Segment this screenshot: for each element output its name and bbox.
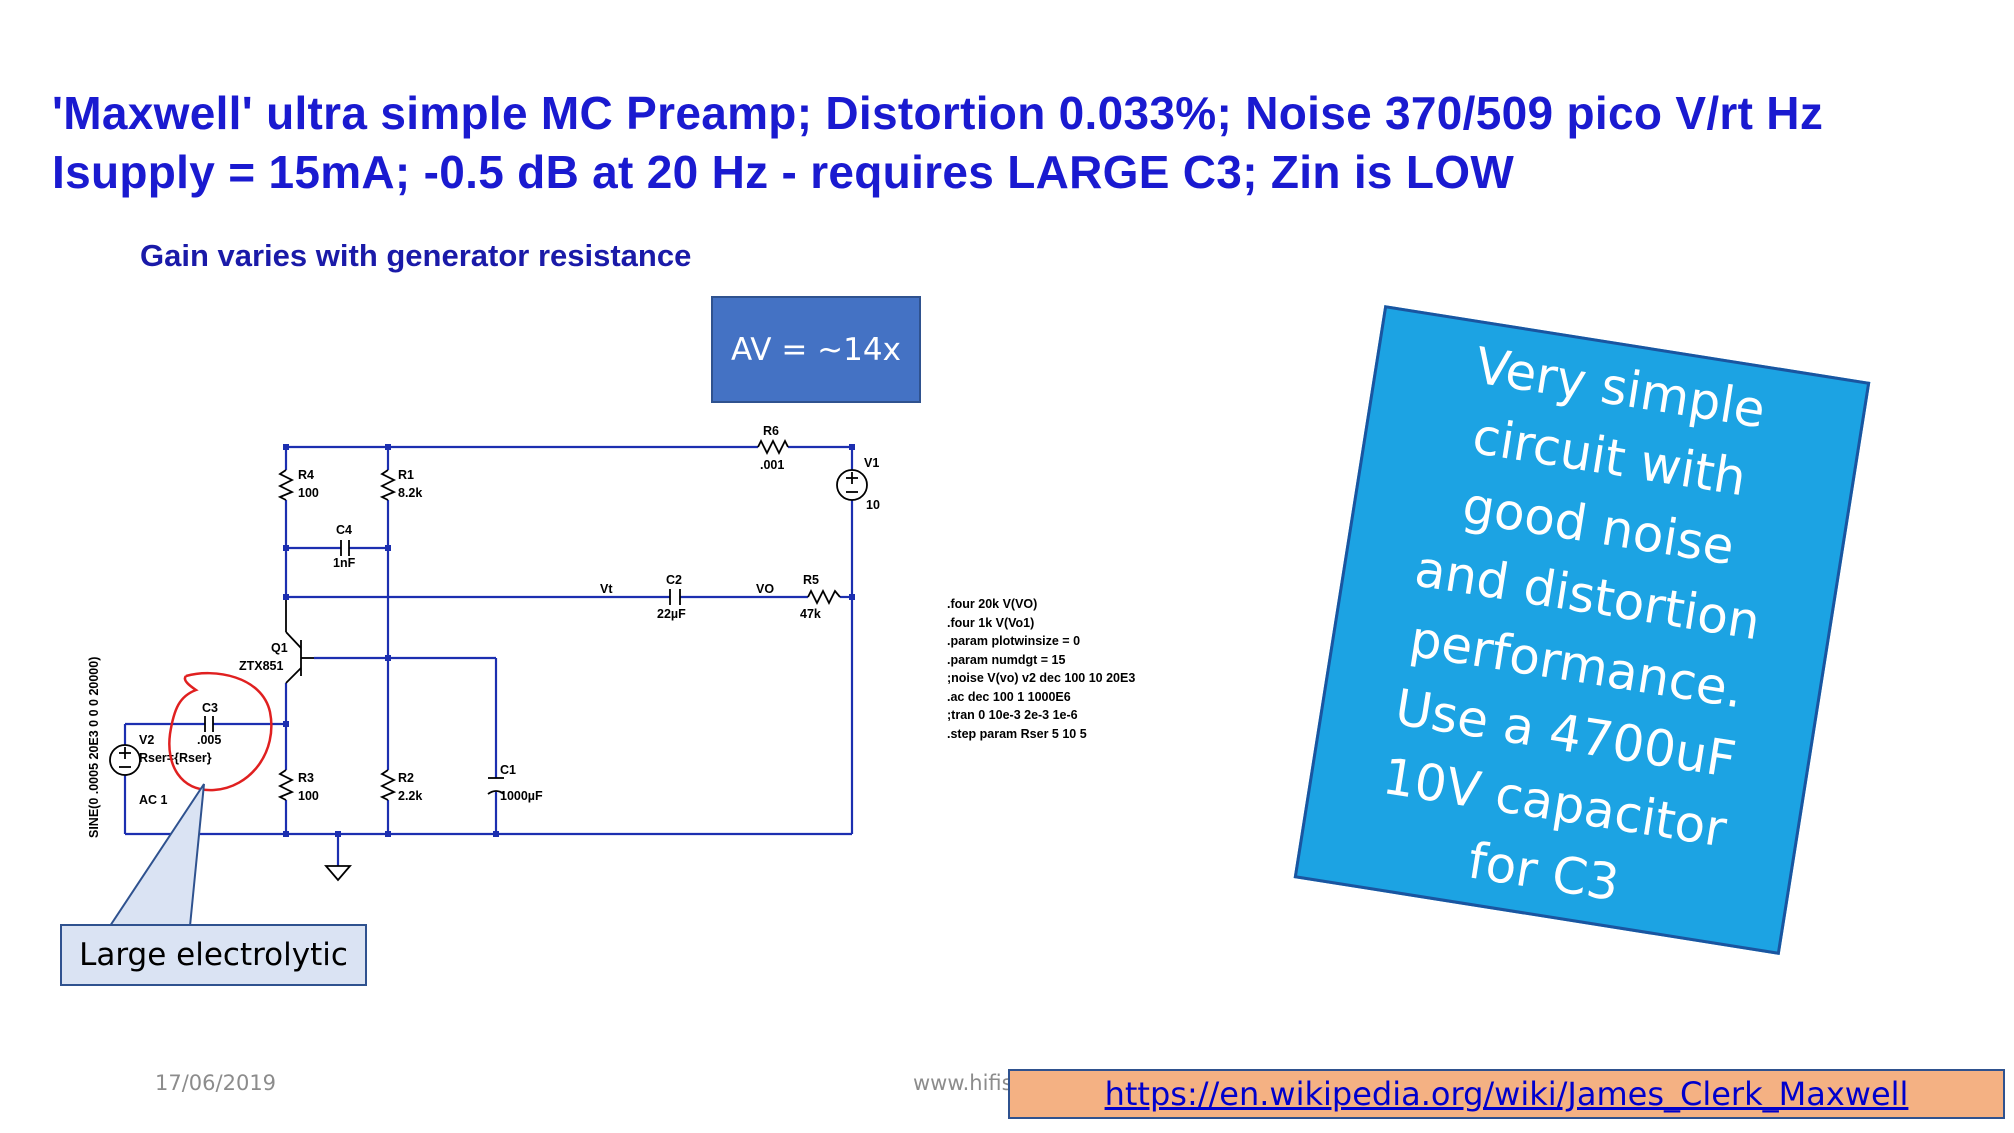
ground-symbol <box>324 865 352 882</box>
r5-value: 47k <box>800 607 821 621</box>
r4-value: 100 <box>298 486 319 500</box>
c2-name: C2 <box>666 573 682 587</box>
r6-value: .001 <box>760 458 784 472</box>
spice-line: .four 20k V(VO) <box>947 597 1037 611</box>
schematic-symbols <box>109 438 868 882</box>
r2-name: R2 <box>398 771 414 785</box>
spice-line: .four 1k V(Vo1) <box>947 616 1034 630</box>
r6-resistor-symbol <box>757 438 789 456</box>
slide-date: 17/06/2019 <box>155 1071 277 1095</box>
spice-directives: .four 20k V(VO) .four 1k V(Vo1) .param p… <box>947 597 1135 741</box>
schematic-junctions <box>283 444 855 837</box>
annotation-circle <box>168 672 273 792</box>
c4-value: 1nF <box>333 556 356 570</box>
r1-value: 8.2k <box>398 486 422 500</box>
wikipedia-link[interactable]: https://en.wikipedia.org/wiki/James_Cler… <box>1104 1075 1909 1113</box>
spice-line: .ac dec 100 1 1000E6 <box>947 690 1071 704</box>
r3-resistor-symbol <box>277 769 295 801</box>
v2-ac-label: AC 1 <box>139 793 168 807</box>
note-box: Very simple circuit with good noise and … <box>1293 305 1871 955</box>
spice-line: .param plotwinsize = 0 <box>947 634 1080 648</box>
gain-label-box: AV = ~14x <box>711 296 921 403</box>
slide-subtitle: Gain varies with generator resistance <box>140 238 692 273</box>
footer-website: www.hifis <box>913 1071 1013 1095</box>
spice-line: ;tran 0 10e-3 2e-3 1e-6 <box>947 708 1078 722</box>
callout-label-box: Large electrolytic <box>60 924 367 986</box>
c3-name: C3 <box>202 701 218 715</box>
r4-resistor-symbol <box>277 469 295 501</box>
gain-label-text: AV = ~14x <box>731 331 901 368</box>
r5-name: R5 <box>803 573 819 587</box>
v2-name: V2 <box>139 733 154 747</box>
c1-name: C1 <box>500 763 516 777</box>
r3-value: 100 <box>298 789 319 803</box>
spice-line: .param numdgt = 15 <box>947 653 1065 667</box>
r3-name: R3 <box>298 771 314 785</box>
r1-name: R1 <box>398 468 414 482</box>
r6-name: R6 <box>763 424 779 438</box>
c4-name: C4 <box>336 523 352 537</box>
spice-line: ;noise V(vo) v2 dec 100 10 20E3 <box>947 671 1135 685</box>
r2-resistor-symbol <box>379 769 397 801</box>
v1-name: V1 <box>864 456 879 470</box>
r1-resistor-symbol <box>379 469 397 501</box>
schematic-wires <box>123 445 854 866</box>
slide-title-line-1: 'Maxwell' ultra simple MC Preamp; Distor… <box>52 87 1824 139</box>
q1-name: Q1 <box>271 641 288 655</box>
component-labels: R6 .001 V1 10 R4 100 R1 8.2k C4 1nF Vt C… <box>87 424 880 838</box>
r2-value: 2.2k <box>398 789 422 803</box>
c3-value: .005 <box>197 733 221 747</box>
net-label-vt: Vt <box>600 582 613 596</box>
net-label-vo: VO <box>756 582 774 596</box>
v2-source-symbol <box>109 744 141 776</box>
c2-value: 22µF <box>657 607 686 621</box>
v2-value: Rser={Rser} <box>139 751 212 765</box>
slide-title-line-2: Isupply = 15mA; -0.5 dB at 20 Hz - requi… <box>52 146 1515 198</box>
link-box: https://en.wikipedia.org/wiki/James_Cler… <box>1008 1069 2005 1119</box>
c1-value: 1000µF <box>500 789 543 803</box>
r4-name: R4 <box>298 468 314 482</box>
r5-resistor-symbol <box>807 588 841 606</box>
v2-sine-label: SINE(0 .0005 20E3 0 0 0 20000) <box>87 657 101 838</box>
spice-line: .step param Rser 5 10 5 <box>947 727 1087 741</box>
q1-value: ZTX851 <box>239 659 284 673</box>
callout-label: Large electrolytic <box>79 937 348 973</box>
v1-source-symbol <box>836 469 868 501</box>
v1-value: 10 <box>866 498 880 512</box>
